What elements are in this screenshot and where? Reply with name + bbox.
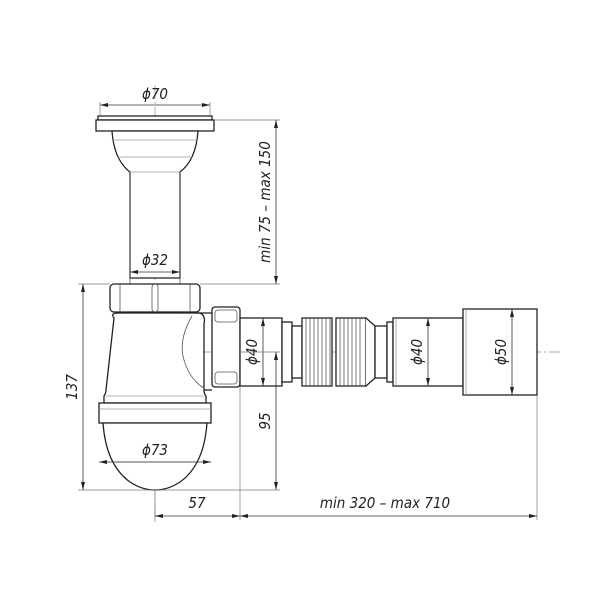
tailpiece-pipe — [129, 172, 181, 284]
outlet-pipe — [239, 317, 303, 387]
union-nut — [109, 283, 201, 314]
bottle-body — [103, 312, 207, 404]
dim-label-95: 95 — [256, 412, 274, 429]
dim-label-tailpiece-length: min 75 – max 150 — [256, 141, 274, 263]
dim-label-57: 57 — [188, 494, 206, 512]
dim-outlet-height: 95 — [155, 351, 280, 491]
dim-label-phi50: ϕ50 — [492, 339, 510, 365]
dim-strainer-diameter: ϕ70 — [99, 85, 211, 116]
dim-label-phi40-right: ϕ40 — [408, 339, 426, 365]
corrugated-hose — [301, 317, 388, 387]
dim-label-hose-length: min 320 – max 710 — [320, 494, 450, 512]
dim-tailpiece-length: min 75 – max 150 — [200, 119, 280, 285]
center-lines — [154, 85, 560, 525]
dim-label-phi70: ϕ70 — [142, 85, 168, 103]
dim-hose-end-diameter: ϕ50 — [492, 309, 514, 395]
dim-offset-width: 57 — [154, 386, 241, 520]
dim-hose-diameter: ϕ40 — [408, 318, 430, 386]
dim-total-height: 137 — [63, 283, 155, 491]
dim-label-137: 137 — [63, 374, 81, 400]
dim-tailpiece-diameter: ϕ32 — [130, 251, 180, 274]
dim-hose-length: min 320 – max 710 — [240, 395, 538, 520]
dim-bottle-diameter: ϕ73 — [99, 441, 211, 464]
dim-label-phi73: ϕ73 — [142, 441, 168, 459]
dim-label-phi32: ϕ32 — [142, 251, 168, 269]
